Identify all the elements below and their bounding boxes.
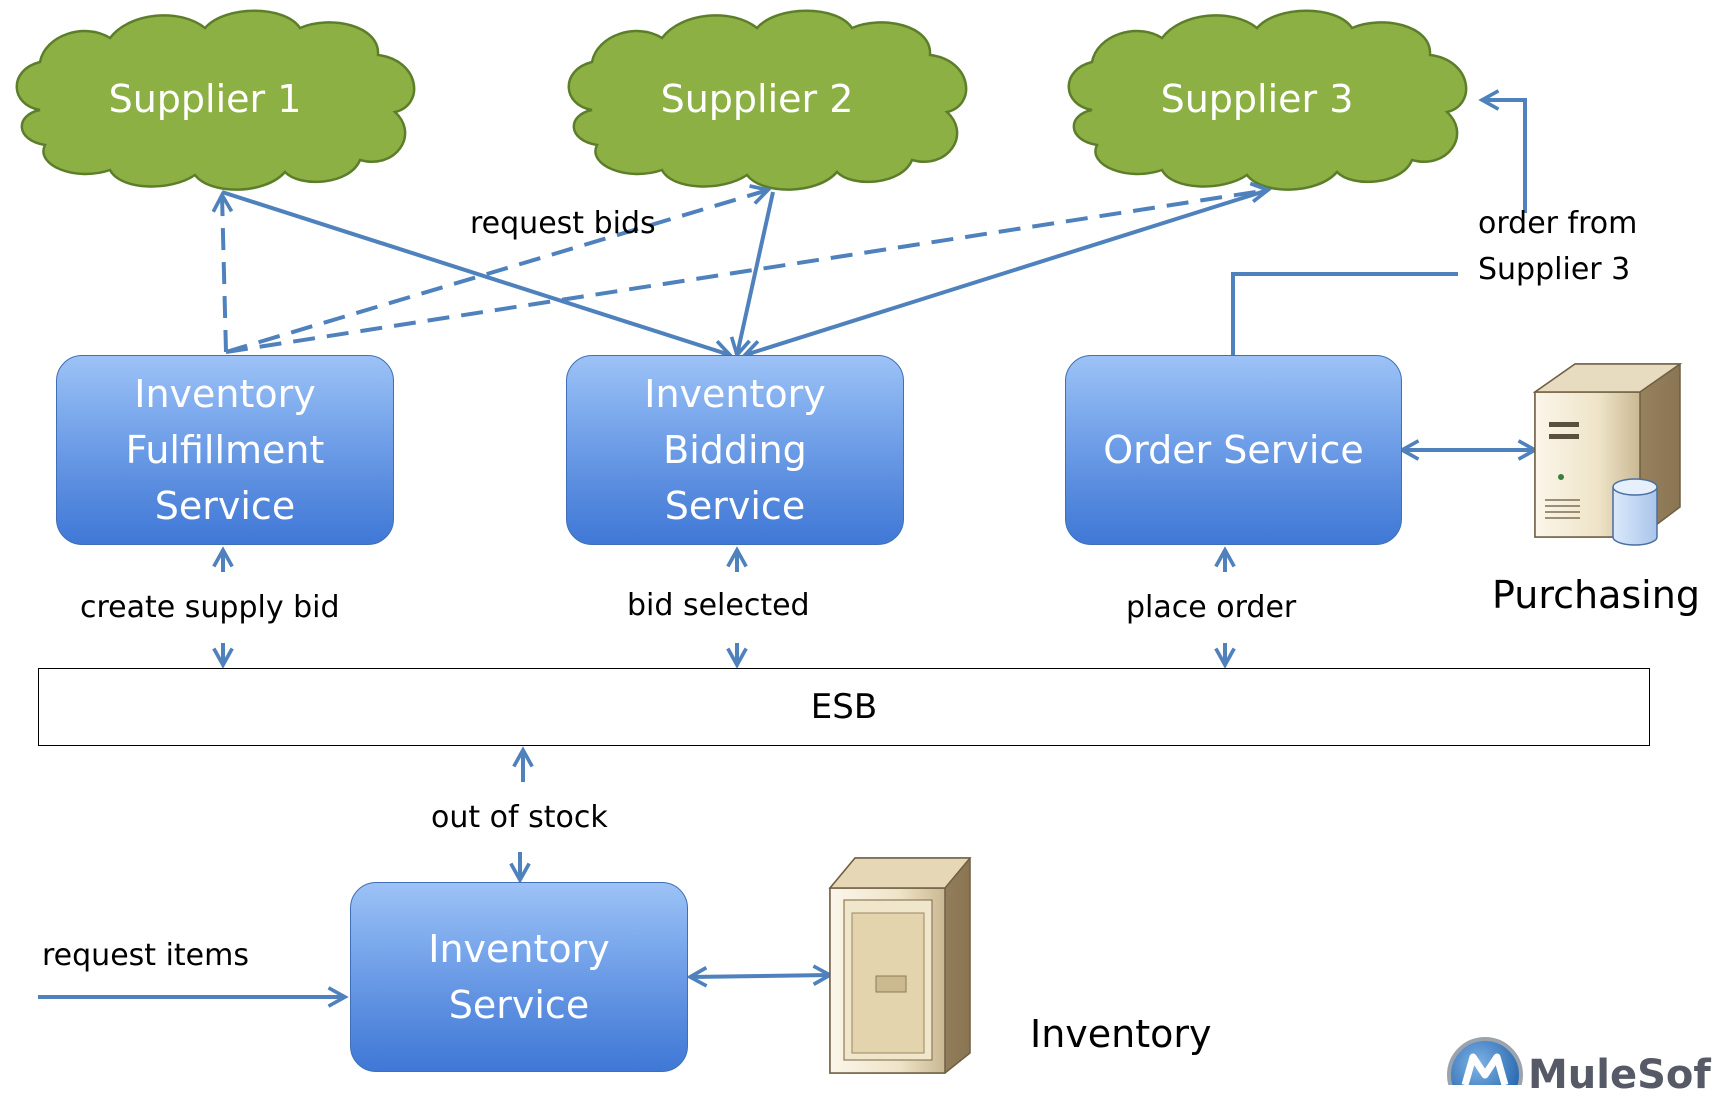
connectors	[38, 100, 1535, 997]
service-line: Inventory	[134, 372, 316, 416]
arrow-supplier-1-to-bidding	[221, 190, 730, 355]
cloud-supplier-2	[567, 9, 968, 191]
inventory-label: Inventory	[1030, 1012, 1212, 1056]
inventory-bidding-service: Inventory Bidding Service	[566, 355, 904, 545]
arrow-supplier-2-to-bidding	[737, 191, 775, 355]
order-from-label: order from	[1478, 206, 1638, 241]
arrow-inventory-server	[690, 975, 830, 977]
arrow-request-bid-supplier-2	[225, 190, 768, 354]
arrow-order-to-supplier-3	[1231, 272, 1458, 355]
esb-bus: ESB	[38, 668, 1650, 746]
cloud-supplier-1	[15, 9, 416, 191]
arrow-order-from-supplier-3	[1482, 100, 1527, 213]
service-line: Service	[664, 484, 806, 528]
service-line: Inventory	[644, 372, 826, 416]
arrow-supplier-3-to-bidding	[745, 188, 1269, 355]
arrow-request-bid-supplier-3	[225, 190, 1268, 354]
cloud-supplier-3	[1067, 9, 1468, 191]
service-line: Bidding	[663, 428, 807, 472]
supplier-1-label: Supplier 1	[108, 77, 302, 121]
service-line: Service	[154, 484, 296, 528]
order-service: Order Service	[1065, 355, 1402, 545]
service-line: Service	[448, 983, 590, 1027]
inventory-service: Inventory Service	[350, 882, 688, 1072]
database-icon	[1612, 478, 1658, 546]
out-of-stock-label: out of stock	[431, 800, 608, 835]
purchasing-label: Purchasing	[1492, 573, 1700, 617]
service-line: Inventory	[428, 927, 610, 971]
service-line: Order Service	[1103, 428, 1364, 472]
esb-label: ESB	[810, 687, 878, 727]
inventory-fulfillment-service: Inventory Fulfillment Service	[56, 355, 394, 545]
create-supply-bid-label: create supply bid	[80, 590, 340, 625]
place-order-label: place order	[1126, 590, 1297, 625]
supplier-3-sublabel: Supplier 3	[1478, 252, 1631, 287]
supplier-2-label: Supplier 2	[660, 77, 854, 121]
service-line: Fulfillment	[125, 428, 325, 472]
supplier-3-label: Supplier 3	[1160, 77, 1354, 121]
mulesoft-logo-text: MuleSof	[1528, 1052, 1711, 1098]
mulesoft-logo-icon	[1447, 1037, 1523, 1085]
request-bids-label: request bids	[470, 206, 656, 241]
server-icon	[1532, 363, 1683, 546]
request-items-label: request items	[42, 938, 249, 973]
bid-selected-label: bid selected	[627, 588, 810, 623]
mainframe-icon	[828, 857, 972, 1074]
arrow-request-bid-supplier-1	[222, 195, 226, 353]
